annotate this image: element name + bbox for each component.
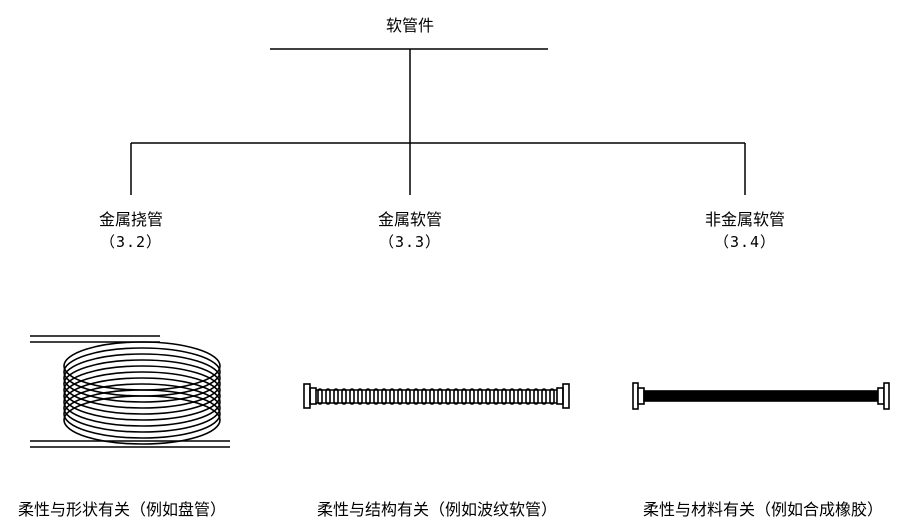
branch-code-metal-flexible-tube: （3.2） xyxy=(99,233,163,251)
caption-material-related: 柔性与材料有关（例如合成橡胶） xyxy=(642,500,884,519)
coiled-pipe-illustration xyxy=(30,335,230,448)
root-node-label: 软管件 xyxy=(385,16,435,35)
rubber-hose-illustration xyxy=(632,382,890,410)
caption-shape-related: 柔性与形状有关（例如盘管） xyxy=(17,500,227,519)
branch-label-nonmetal-hose: 非金属软管 xyxy=(704,210,786,229)
branch-label-metal-flexible-tube: 金属挠管 xyxy=(98,210,164,229)
branch-label-metal-hose: 金属软管 xyxy=(377,210,443,229)
branch-code-metal-hose: （3.3） xyxy=(378,233,442,251)
corrugated-hose-illustration xyxy=(303,383,570,409)
caption-structure-related: 柔性与结构有关（例如波纹软管） xyxy=(316,500,558,519)
branch-code-nonmetal-hose: （3.4） xyxy=(713,233,777,251)
